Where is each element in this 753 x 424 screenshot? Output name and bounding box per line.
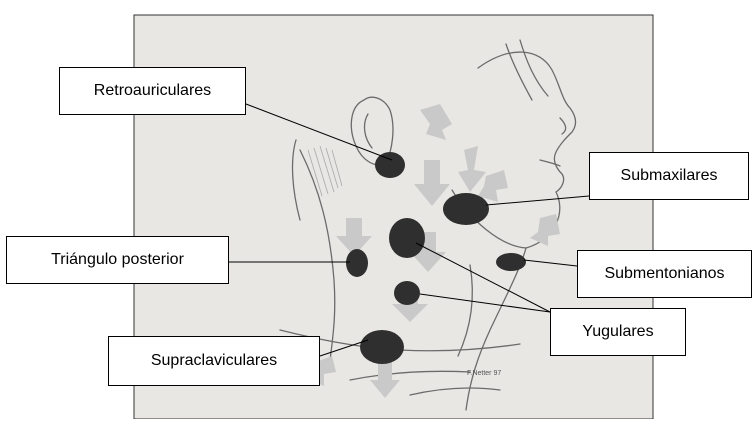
node-retroauricular (375, 152, 405, 178)
label-triangulo-posterior-text: Triángulo posterior (51, 251, 184, 269)
node-posterior-triangle (346, 249, 368, 277)
label-supraclaviculares-text: Supraclaviculares (151, 352, 277, 370)
node-submaxillary (443, 193, 489, 225)
label-submentonianos-text: Submentonianos (604, 265, 724, 283)
label-submentonianos: Submentonianos (577, 250, 752, 298)
label-supraclaviculares: Supraclaviculares (108, 336, 320, 386)
label-yugulares-text: Yugulares (582, 323, 653, 341)
node-jugular-lower (394, 281, 420, 305)
label-yugulares: Yugulares (550, 308, 686, 356)
label-triangulo-posterior: Triángulo posterior (6, 236, 229, 284)
label-submaxilares: Submaxilares (589, 152, 749, 200)
node-submental (496, 253, 526, 271)
label-retroauriculares-text: Retroauriculares (94, 82, 211, 100)
label-submaxilares-text: Submaxilares (621, 167, 718, 185)
node-supraclavicular (360, 330, 404, 364)
label-retroauriculares: Retroauriculares (59, 67, 246, 115)
node-jugular-upper (389, 218, 425, 258)
artist-signature: F.Netter 97 (467, 370, 501, 377)
